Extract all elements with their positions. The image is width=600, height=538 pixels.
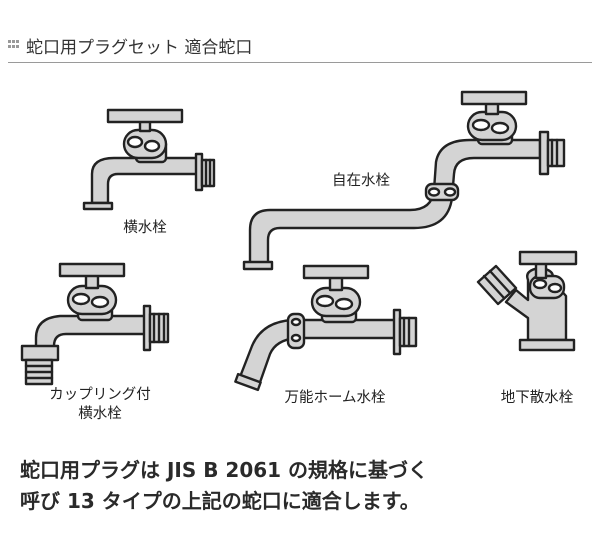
underground-faucet-illustration <box>476 250 578 352</box>
header-divider <box>8 62 592 63</box>
note-line-1: 蛇口用プラグは JIS B 2061 の規格に基づく <box>20 458 429 482</box>
grid-dots-icon <box>8 40 19 48</box>
label-side-faucet: 横水栓 <box>123 220 167 236</box>
note-line-2: 呼び 13 タイプの上記の蛇口に適合します。 <box>20 489 420 513</box>
section-title: 蛇口用プラグセット 適合蛇口 <box>26 38 253 58</box>
universal-faucet-illustration <box>234 264 418 392</box>
swivel-faucet-illustration <box>242 90 566 271</box>
label-coupling-faucet: カップリング付 横水栓 <box>49 387 151 422</box>
label-universal-faucet: 万能ホーム水栓 <box>284 390 386 406</box>
coupling-faucet-illustration <box>20 262 170 386</box>
label-swivel-faucet: 自在水栓 <box>332 173 390 189</box>
section-header: 蛇口用プラグセット 適合蛇口 <box>8 32 592 63</box>
side-faucet-illustration <box>82 108 216 211</box>
faucet-illustrations <box>20 90 578 392</box>
compatibility-note: 蛇口用プラグは JIS B 2061 の規格に基づく 呼び 13 タイプの上記の… <box>20 455 585 517</box>
label-underground-faucet: 地下散水栓 <box>500 390 574 406</box>
